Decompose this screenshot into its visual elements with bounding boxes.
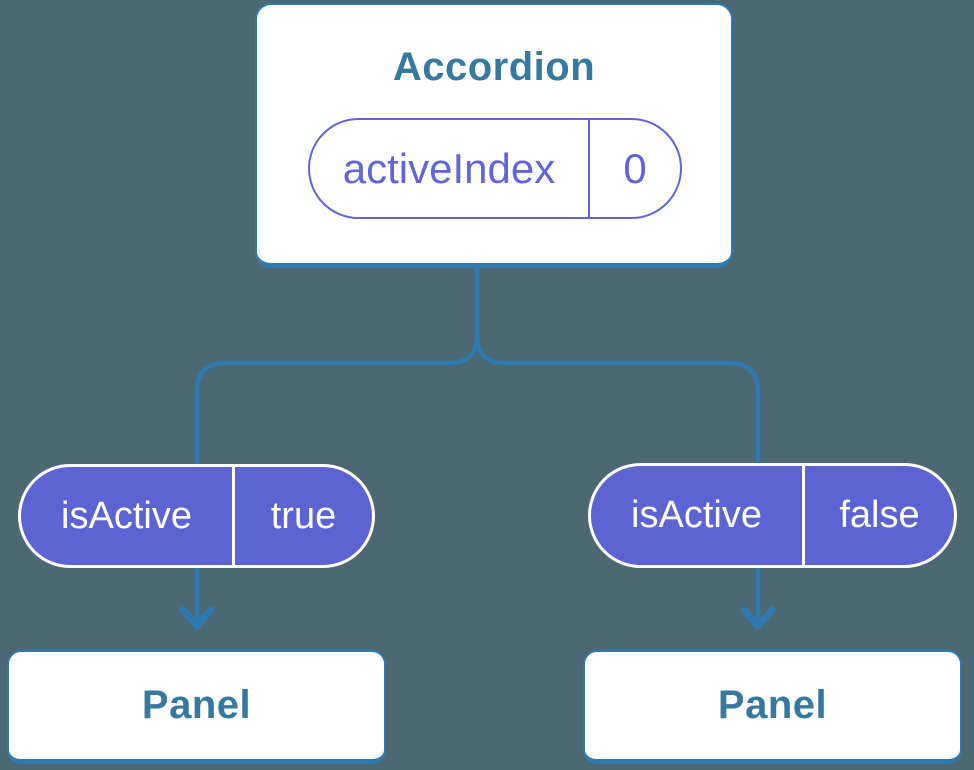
prop-value: false xyxy=(802,466,954,565)
panel-label: Panel xyxy=(141,683,252,727)
right-arrowhead-icon xyxy=(740,606,776,630)
left-branch-line xyxy=(194,335,480,622)
right-panel-card: Panel xyxy=(583,650,962,764)
panel-label: Panel xyxy=(717,683,828,727)
left-panel-card: Panel xyxy=(7,650,386,764)
prop-name: isActive xyxy=(631,494,762,536)
prop-name: activeIndex xyxy=(342,144,556,192)
right-branch-line xyxy=(474,335,761,622)
prop-name: isActive xyxy=(61,494,192,537)
prop-value: true xyxy=(232,467,372,565)
left-is-active-pill: isActive true xyxy=(18,464,375,568)
right-is-active-pill: isActive false xyxy=(588,463,957,568)
accordion-node-title: Accordion xyxy=(392,45,596,89)
left-arrowhead-icon xyxy=(179,606,215,630)
active-index-state-pill: activeIndex 0 xyxy=(308,118,682,219)
prop-value: 0 xyxy=(588,120,680,217)
